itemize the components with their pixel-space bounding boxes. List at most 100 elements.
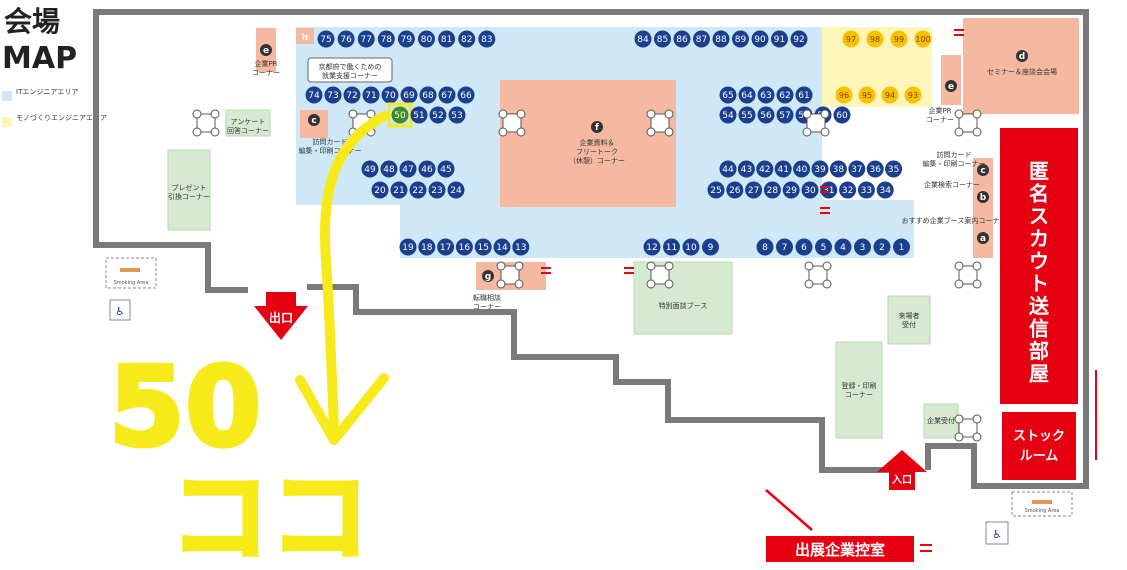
door-icon — [820, 186, 830, 193]
booth-marker-icon — [737, 160, 755, 178]
booth-number: 23 — [431, 186, 442, 196]
chair-icon — [804, 279, 814, 289]
door-icon — [541, 267, 551, 274]
booth-5: 5 — [815, 238, 832, 256]
booth-number: 41 — [777, 165, 788, 175]
chair-icon — [954, 414, 964, 424]
area-g-marker-icon — [482, 270, 494, 282]
area-h-label: 京都府で働くための就業支援コーナー — [319, 62, 382, 80]
booth-marker-icon — [324, 86, 342, 104]
stock-room-label: ストックルーム — [1013, 429, 1065, 464]
booth-number: 76 — [340, 35, 352, 45]
booth-15: 15 — [474, 238, 492, 256]
booth-marker-icon — [771, 30, 788, 48]
stock-room — [1002, 412, 1076, 480]
booth-number: 71 — [365, 91, 376, 101]
booth-43: 43 — [737, 160, 755, 178]
table-icon — [502, 113, 522, 133]
scout-room-char: 信 — [1029, 317, 1049, 341]
booth-49: 49 — [361, 160, 379, 178]
table-icon — [808, 265, 828, 285]
table-cluster-icon — [496, 261, 524, 289]
booth-marker-icon — [381, 86, 399, 104]
booth-55: 55 — [738, 106, 756, 124]
area-d-label: セミナー＆座談会会場 — [987, 67, 1057, 76]
booth-11: 11 — [663, 238, 680, 256]
booth-number: 68 — [422, 91, 434, 101]
area-a-label: おすすめ企業ブース案内コーナー — [902, 216, 1007, 225]
booth-number: 96 — [839, 91, 849, 100]
area-d-letter: d — [1019, 52, 1025, 62]
booth-30: 30 — [801, 181, 819, 199]
exhibitor-pointer-arrow-icon — [765, 489, 813, 531]
booth-marker-icon — [362, 86, 380, 104]
booth-number: 62 — [779, 91, 790, 101]
booth-84: 84 — [634, 30, 652, 48]
booth-number: 2 — [879, 243, 885, 253]
booth-marker-icon — [419, 86, 437, 104]
booth-marker-icon — [663, 238, 680, 256]
booth-number: 42 — [759, 165, 770, 175]
booth-number: 74 — [308, 91, 320, 101]
booth-number: 75 — [320, 35, 331, 45]
booth-marker-icon — [702, 238, 719, 256]
booth-marker-icon — [833, 106, 851, 124]
booth-91: 91 — [771, 30, 788, 48]
scout-room-char: ト — [1029, 272, 1049, 296]
booth-marker-icon — [397, 30, 415, 48]
booth-number: 20 — [374, 186, 386, 196]
register-print-box — [835, 341, 883, 439]
booth-number: 90 — [754, 35, 766, 45]
booth-34: 34 — [876, 181, 894, 199]
area-b-label: 企業検索コーナー — [924, 180, 980, 189]
booth-9: 9 — [702, 238, 719, 256]
scout-room-char: 送 — [1029, 294, 1050, 318]
chair-icon — [972, 432, 982, 442]
booth-marker-icon — [654, 30, 671, 48]
booth-marker-icon — [751, 30, 769, 48]
booth-number: 70 — [384, 91, 396, 101]
booth-number: 49 — [364, 165, 376, 175]
area-c-left-letter: c — [311, 116, 316, 126]
booth-marker-icon — [763, 181, 781, 199]
booth-71: 71 — [362, 86, 380, 104]
booth-40: 40 — [793, 160, 811, 178]
booth-number: 81 — [441, 35, 452, 45]
booth-number: 9 — [708, 243, 714, 253]
booth-marker-icon — [757, 86, 775, 104]
booth-2: 2 — [873, 238, 891, 256]
booth-number: 12 — [646, 243, 657, 253]
booth-marker-icon — [745, 181, 763, 199]
booth-marker-icon — [866, 30, 884, 48]
company-reception-label: 企業受付 — [927, 416, 955, 425]
booth-marker-icon — [512, 238, 530, 256]
area-h-box — [296, 28, 314, 44]
booth-72: 72 — [343, 86, 361, 104]
booth-marker-icon — [854, 238, 871, 256]
booth-number: 93 — [908, 91, 918, 100]
booth-56: 56 — [757, 106, 775, 124]
register-print-label: 登録・印刷コーナー — [842, 381, 877, 399]
special-interview-box — [633, 261, 733, 335]
booth-17: 17 — [437, 238, 455, 256]
booth-46: 46 — [418, 160, 436, 178]
area-d-marker-icon — [1016, 50, 1028, 62]
booth-marker-icon — [890, 30, 908, 48]
booth-number: 33 — [861, 186, 872, 196]
booth-number: 22 — [412, 186, 423, 196]
booth-marker-icon — [756, 160, 774, 178]
chair-icon — [514, 279, 524, 289]
booth-marker-icon — [438, 86, 456, 104]
booth-number: 36 — [869, 165, 881, 175]
booth-marker-icon — [795, 86, 813, 104]
booth-68: 68 — [419, 86, 437, 104]
booth-marker-icon — [719, 160, 737, 178]
table-icon — [650, 265, 670, 285]
chair-icon — [192, 127, 202, 137]
chair-icon — [516, 127, 526, 137]
map-title-line2: MAP — [2, 41, 77, 76]
booth-69: 69 — [400, 86, 418, 104]
booth-number: 48 — [383, 165, 395, 175]
booth-26: 26 — [726, 181, 744, 199]
